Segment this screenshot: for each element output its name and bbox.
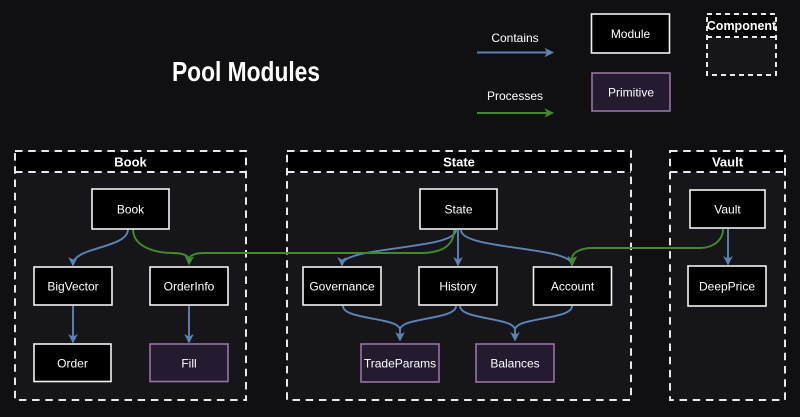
svg-text:Order: Order bbox=[57, 357, 88, 371]
svg-text:Governance: Governance bbox=[309, 280, 375, 294]
svg-text:Fill: Fill bbox=[181, 357, 196, 371]
svg-text:Pool Modules: Pool Modules bbox=[172, 56, 320, 87]
svg-text:State: State bbox=[444, 203, 472, 217]
svg-text:BigVector: BigVector bbox=[47, 280, 98, 294]
svg-text:Account: Account bbox=[551, 280, 595, 294]
svg-text:State: State bbox=[443, 155, 475, 170]
svg-text:Book: Book bbox=[117, 203, 145, 217]
svg-text:Contains: Contains bbox=[491, 31, 538, 45]
svg-text:Book: Book bbox=[114, 155, 147, 170]
svg-text:Balances: Balances bbox=[490, 357, 539, 371]
svg-text:OrderInfo: OrderInfo bbox=[164, 280, 215, 294]
svg-text:Vault: Vault bbox=[714, 203, 741, 217]
svg-text:Module: Module bbox=[611, 27, 651, 41]
svg-text:DeepPrice: DeepPrice bbox=[699, 280, 755, 294]
svg-text:Vault: Vault bbox=[712, 155, 744, 170]
svg-text:Component: Component bbox=[707, 19, 777, 33]
svg-text:History: History bbox=[439, 280, 476, 294]
svg-text:Primitive: Primitive bbox=[608, 86, 654, 100]
svg-text:Processes: Processes bbox=[487, 89, 543, 103]
svg-text:TradeParams: TradeParams bbox=[364, 357, 436, 371]
